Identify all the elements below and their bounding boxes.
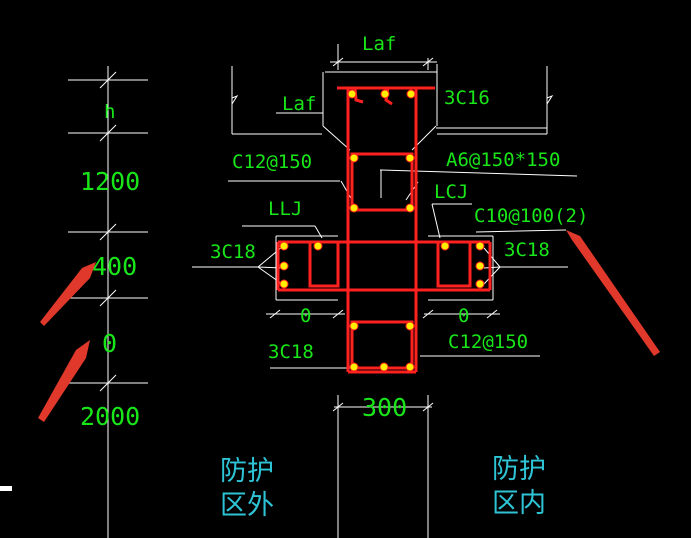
bar-dot: [349, 362, 359, 372]
bar-dot: [475, 279, 485, 289]
bar-dot: [279, 241, 289, 251]
annotation-arrows: [38, 230, 660, 422]
laf-top-label: Laf: [362, 33, 396, 55]
zero-left-label: 0: [300, 305, 311, 327]
zone-outside-line1: 防护: [220, 456, 274, 487]
top-bars-label: 3C16: [444, 87, 490, 109]
right-bars-label: 3C18: [504, 239, 550, 261]
zone-inside-line2: 区内: [492, 488, 546, 519]
bar-dot: [440, 241, 450, 251]
ties-label: A6@150*150: [446, 149, 560, 171]
bar-dot: [349, 153, 359, 163]
bar-dot: [475, 261, 485, 271]
laf-left-label: Laf: [282, 93, 316, 115]
zero-right-label: 0: [458, 305, 469, 327]
dim-400-label: 400: [92, 252, 137, 281]
dim-1200-label: 1200: [80, 167, 140, 196]
bar-dot: [406, 89, 416, 99]
dim-2000-label: 2000: [80, 402, 140, 431]
bar-dot: [475, 241, 485, 251]
bar-dot: [349, 321, 359, 331]
lower-dist-label: C12@150: [448, 331, 528, 353]
width-300-label: 300: [362, 393, 407, 422]
edge-mark: [0, 486, 12, 491]
rebar-cage: [276, 86, 492, 374]
bar-dot: [313, 241, 323, 251]
bottom-bars-label: 3C18: [268, 341, 314, 363]
outline-lines: [192, 44, 578, 538]
llj-label: LLJ: [268, 198, 302, 220]
bar-dot: [380, 89, 390, 99]
arrow-to-0: [38, 340, 90, 422]
bar-dot: [347, 89, 357, 99]
lcj-stirrup-label: C10@100(2): [474, 205, 588, 227]
arrow-to-c10: [566, 230, 660, 356]
bar-dot: [379, 362, 389, 372]
arrow-to-400: [40, 262, 96, 326]
zone-outside-line2: 区外: [220, 490, 274, 521]
bar-dot: [405, 203, 415, 213]
bar-dot: [405, 153, 415, 163]
bar-dot: [279, 261, 289, 271]
bar-dot: [349, 203, 359, 213]
bar-dot: [405, 321, 415, 331]
lcj-label: LCJ: [434, 181, 468, 203]
bar-dot: [405, 362, 415, 372]
dim-h-label: h: [104, 101, 115, 123]
left-dimension-chain: [68, 66, 148, 538]
bar-dot: [279, 279, 289, 289]
left-bars-label: 3C18: [210, 241, 256, 263]
dim-0-label: 0: [102, 329, 117, 358]
wall-dist-label: C12@150: [232, 151, 312, 173]
rebar-dots: [279, 89, 485, 372]
zone-inside-line1: 防护: [492, 454, 546, 485]
